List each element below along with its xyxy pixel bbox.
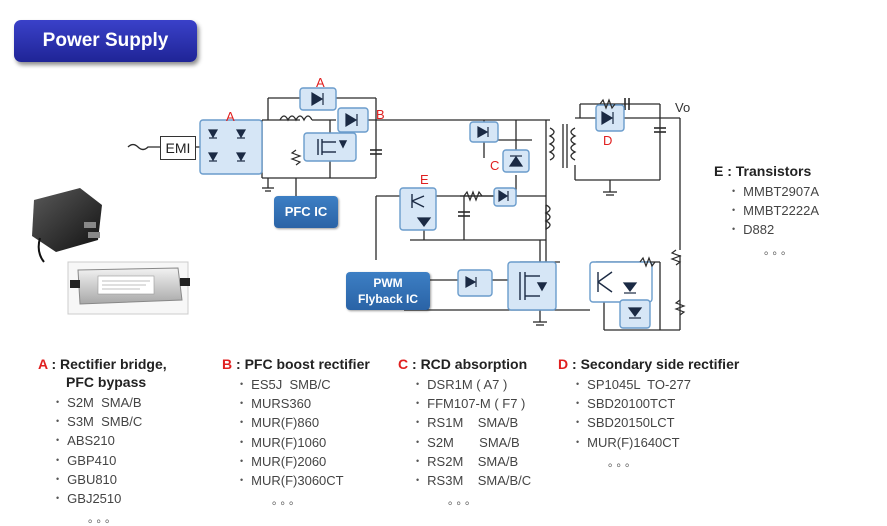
bridge-rectifier-block (199, 119, 263, 175)
pfc-ic-box: PFC IC (274, 196, 338, 228)
panel-a-subheading: PFC bypass (66, 374, 147, 390)
list-item: S3M SMB/C (56, 413, 167, 432)
more-indicator: 。。。 (608, 456, 639, 469)
vo-output-label: Vo (675, 100, 691, 115)
marker-b: B (376, 107, 385, 122)
panel-a-heading: A : Rectifier bridge, PFC bypass (38, 356, 167, 390)
panel-a-letter: A (38, 356, 48, 372)
list-item: S2M SMA/B (416, 434, 531, 453)
page-title: Power Supply (14, 20, 197, 62)
list-item: GBP410 (56, 452, 167, 471)
list-item: D882 (732, 221, 819, 240)
more-indicator: 。。。 (88, 513, 119, 526)
list-item: MUR(F)1060 (240, 434, 370, 453)
list-item: ABS210 (56, 432, 167, 451)
panel-e-list: MMBT2907A MMBT2222A D882 (714, 183, 819, 241)
marker-a-bypass: A (316, 75, 325, 90)
panel-e-heading: E : Transistors (714, 163, 812, 179)
list-item: MUR(F)860 (240, 414, 370, 433)
pwm-flyback-ic-box: PWM Flyback IC (346, 272, 430, 310)
more-indicator: 。。。 (764, 244, 795, 257)
pwm-label: PWM (373, 276, 403, 290)
more-indicator: 。。。 (448, 495, 479, 508)
panel-b-pfc: B : PFC boost rectifier ES5J SMB/C MURS3… (222, 355, 370, 508)
list-item: FFM107-M ( F7 ) (416, 395, 531, 414)
more-indicator: 。。。 (272, 495, 303, 508)
mosfet-icon (317, 139, 613, 300)
diode-icon (207, 91, 643, 319)
panel-a-rectifier: A : Rectifier bridge, PFC bypass S2M SMA… (38, 355, 167, 526)
list-item: MMBT2222A (732, 202, 819, 221)
resistor-icon (290, 98, 686, 316)
list-item: SBD20150LCT (576, 414, 739, 433)
list-item: SBD20100TCT (576, 395, 739, 414)
list-item: GBU810 (56, 471, 167, 490)
list-item: MMBT2907A (732, 183, 819, 202)
panel-c-heading: C : RCD absorption (398, 356, 528, 372)
panel-d-secondary: D : Secondary side rectifier SP1045L TO-… (558, 355, 739, 470)
panel-a-list: S2M SMA/B S3M SMB/C ABS210 GBP410 GBU810… (38, 394, 167, 509)
panel-c-rcd: C : RCD absorption DSR1M ( A7 ) FFM107-M… (398, 355, 531, 508)
list-item: GBJ2510 (56, 490, 167, 509)
list-item: RS1M SMA/B (416, 414, 531, 433)
marker-c: C (490, 158, 500, 173)
panel-d-list: SP1045L TO-277 SBD20100TCT SBD20150LCT M… (558, 376, 739, 453)
panel-b-list: ES5J SMB/C MURS360 MUR(F)860 MUR(F)1060 … (222, 376, 370, 491)
list-item: RS3M SMA/B/C (416, 472, 531, 491)
list-item: MUR(F)2060 (240, 453, 370, 472)
list-item: SP1045L TO-277 (576, 376, 739, 395)
marker-d: D (603, 133, 613, 148)
emi-label: EMI (165, 140, 191, 156)
ground-icon (262, 187, 617, 326)
marker-a-bridge: A (226, 109, 235, 124)
power-adapter-image (32, 188, 102, 263)
list-item: RS2M SMA/B (416, 453, 531, 472)
panel-b-heading: B : PFC boost rectifier (222, 356, 370, 372)
emi-filter-box: EMI (160, 136, 196, 160)
panel-b-letter: B (222, 356, 233, 372)
list-item: MUR(F)1640CT (576, 434, 739, 453)
list-item: DSR1M ( A7 ) (416, 376, 531, 395)
panel-e-transistors: E : Transistors MMBT2907A MMBT2222A D882… (714, 162, 819, 258)
pfc-ic-label: PFC IC (284, 204, 328, 219)
list-item: MURS360 (240, 395, 370, 414)
list-item: MUR(F)3060CT (240, 472, 370, 491)
panel-c-list: DSR1M ( A7 ) FFM107-M ( F7 ) RS1M SMA/B … (398, 376, 531, 491)
flyback-ic-label: Flyback IC (357, 292, 419, 306)
capacitor-icon (370, 98, 666, 217)
panel-d-heading: D : Secondary side rectifier (558, 356, 740, 372)
led-driver-image (67, 261, 190, 315)
panel-c-letter: C (398, 356, 409, 372)
list-item: ES5J SMB/C (240, 376, 370, 395)
panel-d-letter: D (558, 356, 569, 372)
marker-e: E (420, 172, 429, 187)
list-item: S2M SMA/B (56, 394, 167, 413)
